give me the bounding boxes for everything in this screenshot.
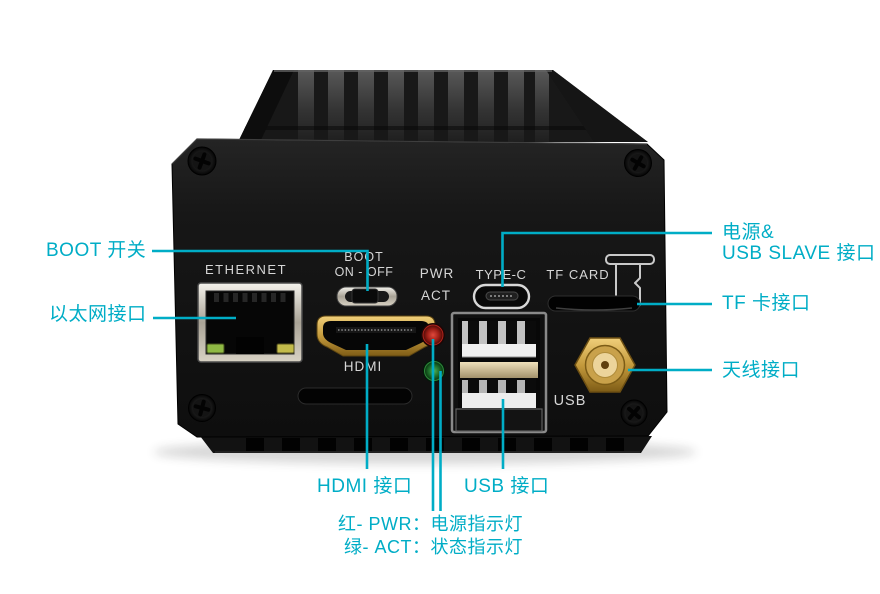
annotation-power-usb-slave: 电源& USB SLAVE 接口 (722, 222, 875, 264)
annotation-tf-card-port: TF 卡接口 (722, 293, 811, 314)
annotation-act-led: 绿- ACT：状态指示灯 (344, 537, 523, 557)
type-c-panel-label: TYPE-C (476, 267, 527, 282)
annotation-pwr-led: 红- PWR：电源指示灯 (338, 514, 523, 534)
hdmi-port: HDMI (316, 315, 436, 374)
vent-slot (297, 387, 413, 405)
boot-switch: BOOT ON - OFF (335, 250, 398, 307)
annotation-hdmi-port: HDMI 接口 (317, 476, 413, 497)
ethernet-panel-label: ETHERNET (205, 262, 287, 277)
annotation-antenna-port: 天线接口 (722, 360, 801, 381)
tf-card-panel-label: TF CARD (546, 267, 609, 282)
usb-ports: USB (450, 311, 587, 434)
antenna-connector (574, 337, 636, 393)
annotation-ethernet-port: 以太网接口 (49, 304, 147, 325)
boot-panel-label-line1: BOOT (344, 250, 383, 264)
usb-port-bottom (462, 378, 536, 408)
usb-panel-label: USB (554, 393, 587, 409)
annotation-power-usb-slave-line1: 电源& (722, 222, 775, 243)
ethernet-port: ETHERNET (197, 262, 303, 363)
usb-port-top (462, 321, 536, 358)
heatsink-fins (238, 70, 648, 142)
annotation-usb-port: USB 接口 (464, 476, 550, 497)
tf-card-slot: TF CARD (546, 254, 655, 312)
pwr-panel-label: PWR (420, 266, 455, 281)
annotation-power-usb-slave-line2: USB SLAVE 接口 (722, 243, 876, 264)
boot-panel-label-line2: ON - OFF (335, 265, 394, 279)
leader-power-usb-slave (501, 231, 712, 287)
annotation-boot-switch: BOOT 开关 (46, 240, 147, 261)
hdmi-panel-label: HDMI (344, 359, 383, 374)
screw-top-right-icon (624, 149, 652, 177)
ethernet-led-right (276, 343, 295, 354)
case-bottom-fins (200, 436, 652, 453)
screw-top-left-icon (187, 146, 217, 176)
ethernet-led-left (206, 343, 225, 354)
boot-switch-knob (351, 288, 379, 304)
act-panel-label: ACT (421, 288, 451, 303)
rj45-pins (214, 293, 286, 302)
leader-boot-switch (152, 249, 369, 291)
leader-lines (152, 231, 712, 511)
screw-bottom-right-icon (620, 399, 648, 427)
screw-bottom-left-icon (188, 394, 216, 422)
